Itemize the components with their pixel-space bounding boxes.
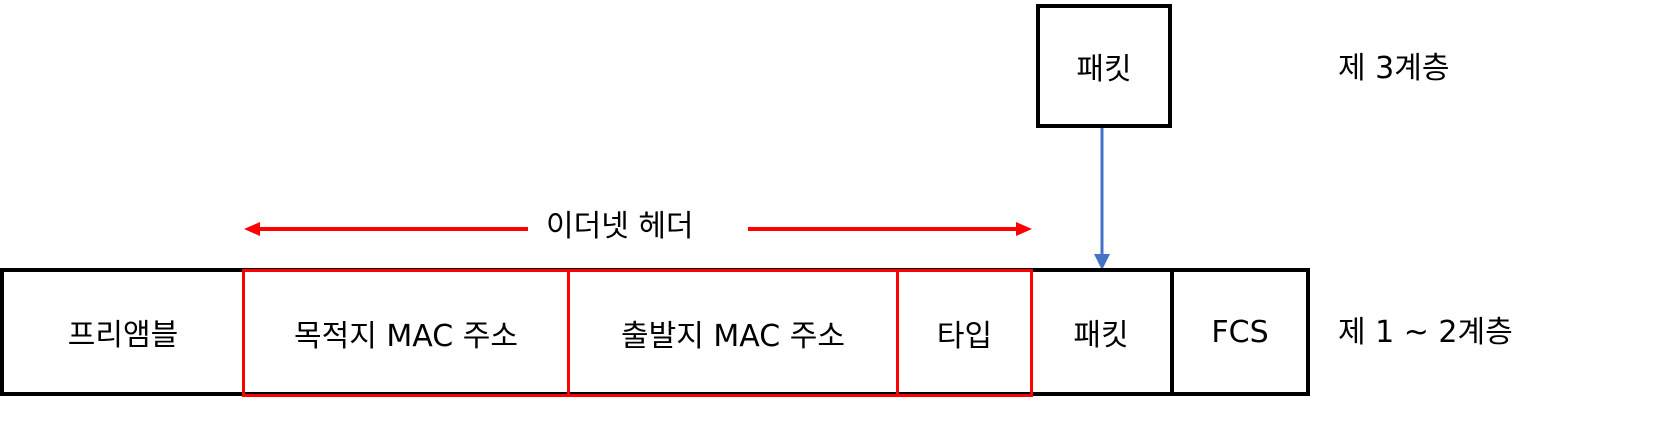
frame-field-preamble-label: 프리앰블 xyxy=(67,318,179,353)
encapsulation-arrowhead xyxy=(1094,254,1110,270)
frame-field-packet: 패킷 xyxy=(1033,272,1169,392)
frame-field-destination-mac-label: 목적지 MAC 주소 xyxy=(294,319,518,354)
layer3-packet-label: 패킷 xyxy=(1076,52,1132,87)
frame-field-destination-mac: 목적지 MAC 주소 xyxy=(242,269,570,397)
frame-field-preamble-cell: 프리앰블 xyxy=(4,272,242,392)
frame-field-source-mac-label: 출발지 MAC 주소 xyxy=(621,319,845,354)
layer1-2-label: 제 1 ~ 2계층 xyxy=(1338,315,1513,350)
frame-field-fcs: FCS xyxy=(1170,272,1306,392)
header-span-arrowhead-left xyxy=(244,222,260,236)
frame-field-packet-label: 패킷 xyxy=(1073,318,1129,353)
header-span-label: 이더넷 헤더 xyxy=(546,209,694,244)
layer3-packet-box: 패킷 xyxy=(1036,4,1172,128)
header-span-arrowhead-right xyxy=(1016,222,1032,236)
frame-field-source-mac: 출발지 MAC 주소 xyxy=(567,269,899,397)
frame-field-type: 타입 xyxy=(896,269,1033,397)
frame-field-type-label: 타입 xyxy=(936,319,993,354)
layer3-label: 제 3계층 xyxy=(1338,51,1450,86)
frame-field-fcs-label: FCS xyxy=(1211,314,1269,350)
